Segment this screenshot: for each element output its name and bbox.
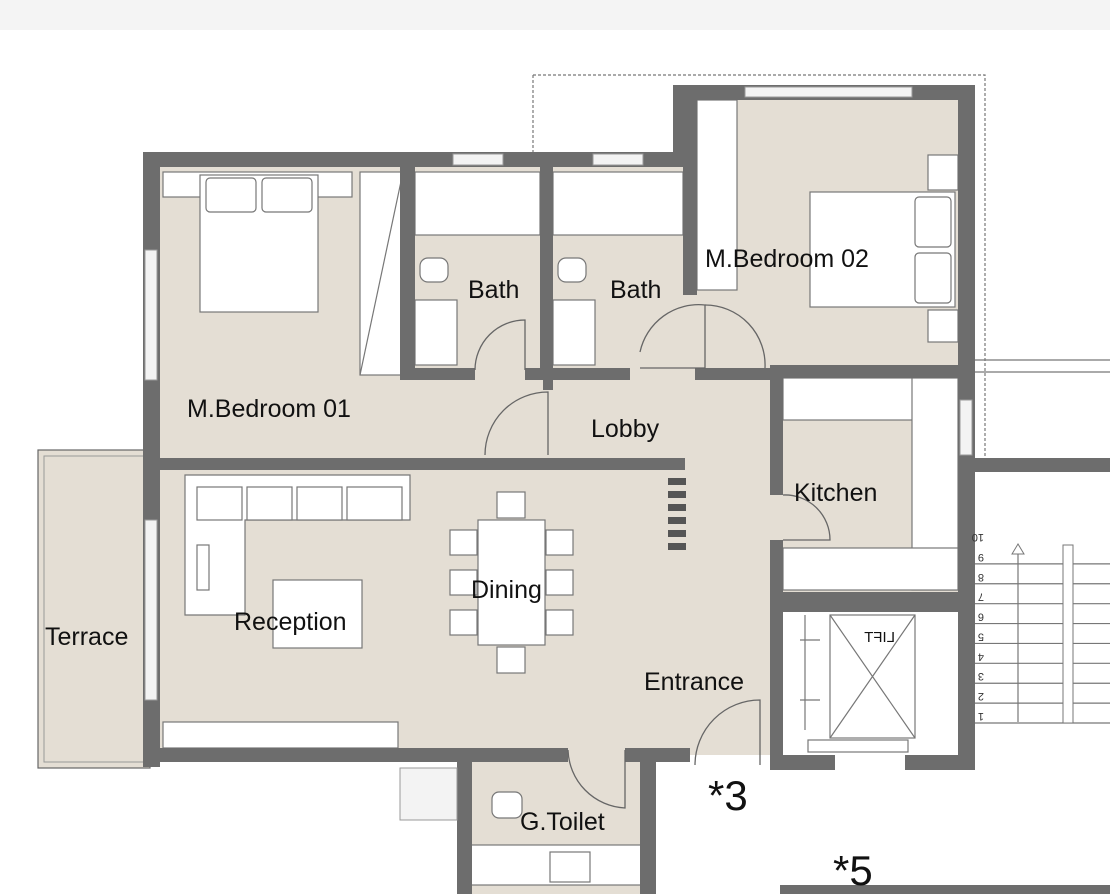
staircase: 1 2 3 4 5 6 7 8 9 10 — [972, 531, 1110, 724]
stair-step-number: 9 — [978, 551, 984, 563]
windows — [144, 86, 973, 821]
sink-bath2 — [552, 299, 596, 366]
stair-step-number: 8 — [978, 571, 984, 583]
coffee-table — [272, 579, 363, 649]
door-bedroom01 — [484, 391, 549, 456]
marker-3: *3 — [708, 772, 748, 819]
reception-counter — [162, 721, 399, 749]
balcony-outline — [533, 74, 986, 460]
label-bedroom02: M.Bedroom 02 — [705, 245, 869, 273]
toilet-bath2 — [557, 257, 587, 283]
stair-step-number: 6 — [978, 611, 984, 623]
stair-step-number: 2 — [978, 690, 984, 702]
label-lobby: Lobby — [591, 415, 660, 443]
label-bedroom01: M.Bedroom 01 — [187, 395, 351, 423]
top-bar — [0, 0, 1110, 30]
label-kitchen: Kitchen — [794, 479, 877, 507]
stair-arrow-icon — [1011, 543, 1025, 555]
door-bedroom02 — [639, 304, 706, 369]
stair-step-number: 5 — [978, 630, 984, 642]
label-reception: Reception — [234, 608, 347, 636]
stair-step-number: 4 — [978, 650, 984, 662]
label-bath1: Bath — [468, 276, 519, 304]
sink-bath1 — [414, 299, 458, 366]
terrace-floor — [37, 449, 151, 769]
door-bath1 — [474, 319, 526, 371]
door-kitchen — [782, 494, 831, 541]
label-lift: LIFT — [864, 629, 895, 646]
door-gtoilet — [567, 749, 626, 809]
label-gtoilet: G.Toilet — [520, 808, 605, 836]
label-bath2: Bath — [610, 276, 661, 304]
stair-handrail — [1062, 544, 1074, 724]
label-entrance: Entrance — [644, 668, 744, 696]
stair-step-number: 3 — [978, 670, 984, 682]
label-terrace: Terrace — [45, 623, 128, 651]
label-dining: Dining — [471, 576, 542, 604]
dining-table — [477, 519, 546, 646]
stair-step-number: 1 — [978, 710, 984, 722]
furniture — [162, 99, 959, 886]
marker-5: *5 — [833, 847, 873, 894]
toilet-bath1 — [419, 257, 449, 283]
door-entrance — [694, 699, 761, 766]
stair-step-number: 10 — [972, 531, 984, 543]
doors — [474, 304, 831, 809]
stair-step-number: 7 — [978, 591, 984, 603]
